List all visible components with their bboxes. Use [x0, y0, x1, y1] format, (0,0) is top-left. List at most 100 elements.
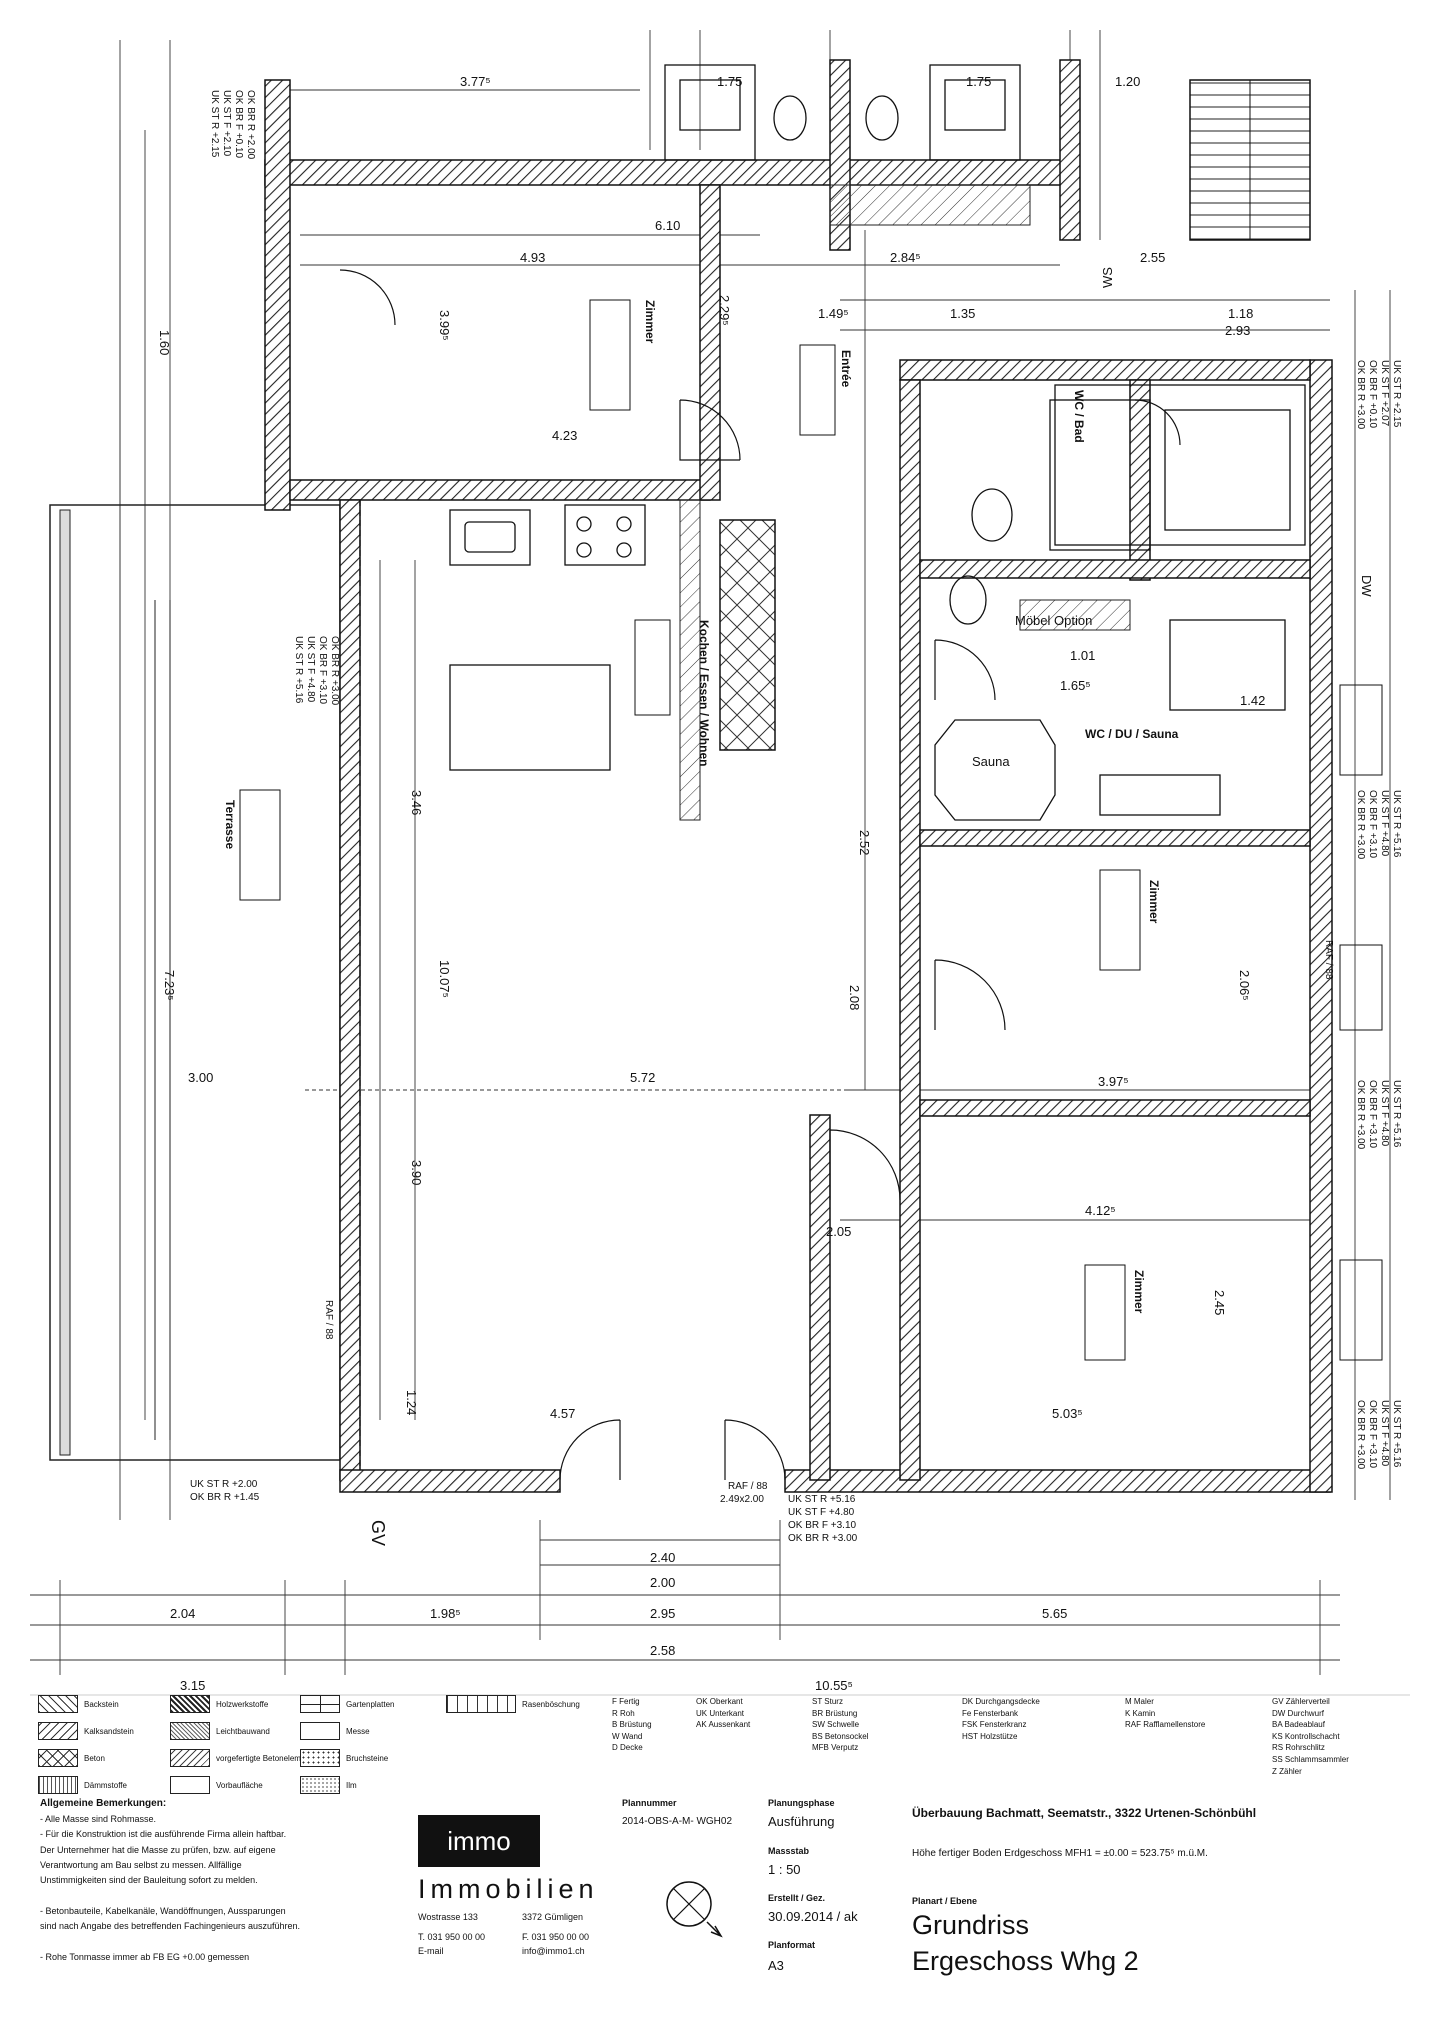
- dim-565: 5.65: [1042, 1606, 1067, 1621]
- doors: [339, 269, 1181, 1481]
- svg-text:UK ST R +2.00: UK ST R +2.00: [190, 1479, 258, 1490]
- top-wet-cells: [664, 64, 1021, 161]
- north-arrow-icon: [666, 1881, 723, 1938]
- company-email: info@immo1.ch: [522, 1946, 585, 1956]
- svg-text:UK ST R +5.16: UK ST R +5.16: [1391, 1400, 1402, 1468]
- svg-text:OK BR R +1.45: OK BR R +1.45: [190, 1492, 260, 1503]
- dim-572: 5.72: [630, 1070, 655, 1085]
- room-label-bath: WC / Bad: [1072, 390, 1086, 443]
- room-label-sauna: Sauna: [972, 754, 1010, 769]
- dim-397: 3.97⁵: [1098, 1074, 1129, 1089]
- scale-label: Massstab: [768, 1846, 810, 1856]
- dim-503: 5.03⁵: [1052, 1406, 1083, 1421]
- room-label-wc-sauna: WC / DU / Sauna: [1085, 727, 1179, 741]
- dim-120: 1.20: [1115, 74, 1140, 89]
- notes-title: Allgemeine Bemerkungen:: [40, 1798, 167, 1809]
- level-note-top-left: UK ST R +2.15 UK ST F +2.10 OK BR F +0.1…: [209, 90, 256, 160]
- dim-390: 3.90: [409, 1160, 424, 1185]
- svg-text:UK ST R +5.16: UK ST R +5.16: [1391, 1080, 1402, 1148]
- dim-723: 7.23⁵: [162, 970, 177, 1001]
- dim-124: 1.24: [404, 1390, 419, 1415]
- svg-text:UK ST F +4.80: UK ST F +4.80: [1379, 1080, 1390, 1147]
- scale-value: 1 : 50: [768, 1862, 801, 1877]
- dim-149: 1.49⁵: [818, 306, 849, 321]
- dim-255: 2.55: [1140, 250, 1165, 265]
- height-note: Höhe fertiger Boden Erdgeschoss MFH1 = ±…: [912, 1848, 1208, 1859]
- dim-252: 2.52: [857, 830, 872, 855]
- kitchen-fixtures: [359, 500, 646, 1470]
- svg-text:OK BR F +0.10: OK BR F +0.10: [1367, 360, 1378, 429]
- svg-text:OK BR R +3.00: OK BR R +3.00: [1355, 360, 1366, 430]
- date-label: Erstellt / Gez.: [768, 1893, 826, 1903]
- bathroom-fixtures: [934, 384, 1306, 821]
- dim-229: 2.29⁵: [717, 295, 732, 326]
- dim-198: 1.98⁵: [430, 1606, 461, 1621]
- dim-206: 2.06⁵: [1237, 970, 1252, 1001]
- svg-text:OK BR F +3.10: OK BR F +3.10: [1367, 1080, 1378, 1149]
- svg-text:OK BR F +3.10: OK BR F +3.10: [1367, 1400, 1378, 1469]
- svg-text:OK BR R +2.00: OK BR R +2.00: [245, 90, 256, 160]
- lightweight-walls: [679, 184, 1131, 821]
- company-fax: F. 031 950 00 00: [522, 1932, 590, 1942]
- dimension-values: 3.77⁵ 1.75 1.75 1.20 6.10 4.93 2.84⁵ 2.5…: [157, 74, 1265, 1693]
- phase-label: Planungsphase: [768, 1798, 835, 1808]
- level-note-right-4: UK ST R +5.16 UK ST F +4.80 OK BR F +3.1…: [1355, 1400, 1402, 1470]
- dim-245: 2.45: [1212, 1290, 1227, 1315]
- svg-text:UK ST F +4.80: UK ST F +4.80: [1379, 1400, 1390, 1467]
- mark-raf-left: RAF / 88: [323, 1300, 334, 1340]
- dim-258: 2.58: [650, 1643, 675, 1658]
- dim-160: 1.60: [157, 330, 172, 355]
- svg-text:OK BR F +0.10: OK BR F +0.10: [233, 90, 244, 159]
- date-value: 30.09.2014 / ak: [768, 1909, 858, 1924]
- room-label-room-e: Zimmer: [1147, 880, 1161, 924]
- svg-text:OK BR F +3.10: OK BR F +3.10: [788, 1520, 857, 1531]
- dim-208: 2.08: [847, 985, 862, 1010]
- svg-text:UK ST R +5.16: UK ST R +5.16: [788, 1494, 856, 1505]
- dim-205: 2.05: [826, 1224, 851, 1239]
- dim-300: 3.00: [188, 1070, 213, 1085]
- svg-text:UK ST R +5.16: UK ST R +5.16: [293, 636, 304, 704]
- plan-title-2: Ergeschoss Whg 2: [912, 1946, 1139, 1976]
- dim-377: 3.77⁵: [460, 74, 491, 89]
- dim-399: 3.99⁵: [437, 310, 452, 341]
- svg-text:RAF / 88: RAF / 88: [728, 1481, 768, 1492]
- format-label: Planformat: [768, 1940, 816, 1950]
- project-title: Überbauung Bachmatt, Seematstr., 3322 Ur…: [912, 1806, 1257, 1820]
- room-label-terrace: Terrasse: [223, 800, 237, 849]
- dim-423: 4.23: [552, 428, 577, 443]
- level-note-terrace: UK ST R +5.16 UK ST F +4.80 OK BR F +3.1…: [293, 636, 340, 706]
- dim-610: 6.10: [655, 218, 680, 233]
- company-logo: immo: [418, 1815, 540, 1867]
- plan-title-1: Grundriss: [912, 1910, 1030, 1940]
- svg-text:UK ST F +2.07: UK ST F +2.07: [1379, 360, 1390, 427]
- dim-101: 1.01: [1070, 648, 1095, 663]
- dim-142: 1.42: [1240, 693, 1265, 708]
- phase-value: Ausführung: [768, 1814, 835, 1829]
- mark-ws: WS: [1100, 267, 1115, 288]
- dim-1007: 10.07⁵: [437, 960, 452, 998]
- plan-type-label: Planart / Ebene: [912, 1896, 978, 1906]
- room-label-kitchen: Kochen / Essen / Wohnen: [697, 620, 711, 766]
- staircase: [1189, 79, 1311, 241]
- dim-412: 4.12⁵: [1085, 1203, 1116, 1218]
- plannr-value: 2014-OBS-A-M- WGH02: [622, 1816, 733, 1827]
- room-label-wm: Möbel Option: [1015, 613, 1092, 628]
- company-name: Immobilien: [418, 1874, 599, 1904]
- svg-text:OK BR F +3.10: OK BR F +3.10: [1367, 790, 1378, 859]
- level-note-right-1: UK ST R +2.15 UK ST F +2.07 OK BR F +0.1…: [1355, 360, 1402, 430]
- level-note-terrace-bottom: UK ST R +2.00 OK BR R +1.45: [190, 1479, 260, 1503]
- exterior-walls: [264, 59, 1333, 1493]
- level-note-right-3: UK ST R +5.16 UK ST F +4.80 OK BR F +3.1…: [1355, 1080, 1402, 1150]
- dim-165: 1.65⁵: [1060, 678, 1091, 693]
- svg-text:UK ST R +2.15: UK ST R +2.15: [209, 90, 220, 158]
- dim-240: 2.40: [650, 1550, 675, 1565]
- dim-457: 4.57: [550, 1406, 575, 1421]
- svg-text:UK ST F +4.80: UK ST F +4.80: [305, 636, 316, 703]
- room-label-entry: Entrée: [839, 350, 853, 388]
- dim-493: 4.93: [520, 250, 545, 265]
- mark-gv: GV: [368, 1520, 388, 1546]
- dim-204: 2.04: [170, 1606, 195, 1621]
- room-label-room-nw: Zimmer: [643, 300, 657, 344]
- svg-text:UK ST R +2.15: UK ST R +2.15: [1391, 360, 1402, 428]
- plannr-label: Plannummer: [622, 1798, 677, 1808]
